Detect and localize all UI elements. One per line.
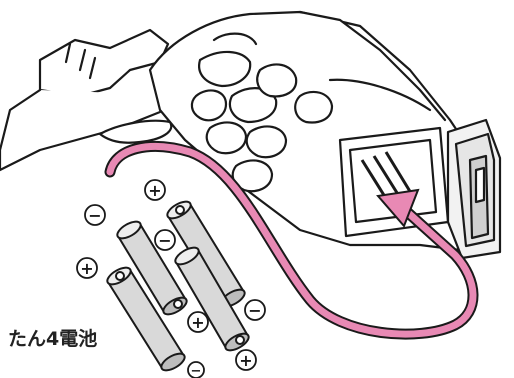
minus-sign-text: −: [191, 364, 202, 378]
minus-sign-icon: −: [85, 205, 105, 225]
plus-sign-icon: +: [236, 350, 256, 370]
plus-sign-icon: +: [77, 258, 97, 278]
plus-sign-icon: +: [145, 180, 165, 200]
plus-sign-icon: +: [188, 312, 208, 332]
battery-caption: たん4電池: [8, 324, 97, 351]
minus-sign-text: −: [248, 301, 261, 320]
plus-sign-text: +: [191, 313, 204, 332]
plus-sign-text: +: [148, 181, 161, 200]
minus-sign-text: −: [88, 206, 101, 225]
minus-sign-icon: −: [155, 230, 175, 250]
plus-sign-text: +: [239, 351, 252, 370]
minus-sign-icon: −: [245, 300, 265, 320]
minus-sign-text: −: [158, 231, 171, 250]
plus-sign-text: +: [80, 259, 93, 278]
minus-sign-icon: −: [188, 362, 204, 378]
